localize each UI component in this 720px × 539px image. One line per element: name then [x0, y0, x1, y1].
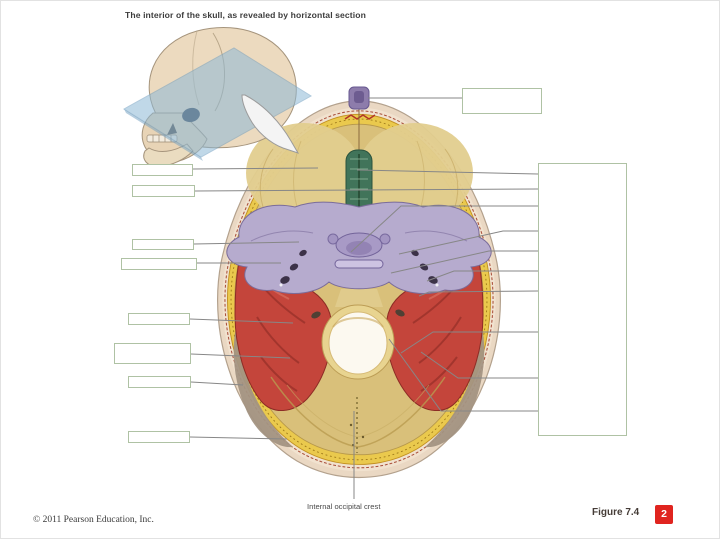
leader-line [390, 250, 538, 274]
crista-galli-tip [348, 86, 370, 110]
occipital-region [270, 289, 446, 453]
copyright-notice: © 2011 Pearson Education, Inc. [33, 515, 154, 525]
leader-line [420, 351, 538, 379]
leader-lines [189, 97, 539, 499]
leader-line [356, 169, 539, 175]
figure-number: Figure 7.4 [592, 507, 640, 518]
leader-line [190, 353, 291, 359]
leader-line [350, 205, 538, 253]
section-plane [123, 47, 312, 161]
frontal-sinus-mark [344, 114, 376, 120]
pointer-arrow-icon [241, 94, 300, 154]
slide-number-badge[interactable]: 2 [655, 505, 673, 524]
leader-line [193, 241, 300, 245]
answer-box-left-3[interactable] [132, 239, 194, 250]
leader-line [418, 290, 539, 297]
answer-box-left-4[interactable] [121, 258, 197, 270]
sinus-groove-left [233, 323, 293, 448]
leader-line [189, 436, 288, 440]
cranial-foramina [280, 249, 438, 284]
leader-line [189, 318, 294, 324]
label-internal-occipital-crest: Internal occipital crest [307, 502, 381, 511]
answer-box-left-8[interactable] [128, 431, 190, 443]
answer-box-left-2[interactable] [132, 185, 195, 197]
ethmoid-cribriform-plate [345, 149, 373, 215]
answer-box-right-list[interactable] [538, 163, 627, 436]
sphenoid-bone [226, 201, 492, 294]
page-title: The interior of the skull, as revealed b… [125, 10, 366, 20]
sinus-groove-right [425, 323, 485, 448]
answer-box-left-6[interactable] [114, 343, 191, 364]
leader-line [190, 381, 244, 386]
skull-interior-illustration [217, 86, 501, 479]
frontal-bone-region [246, 123, 473, 223]
answer-box-left-5[interactable] [128, 313, 190, 325]
answer-box-left-1[interactable] [132, 164, 193, 176]
leader-line [194, 188, 539, 192]
leader-line [426, 270, 538, 282]
leader-line [400, 331, 538, 354]
leader-line [192, 167, 319, 170]
leader-line [398, 230, 538, 255]
answer-box-left-7[interactable] [128, 376, 191, 388]
leader-line [388, 338, 538, 412]
answer-box-top-right[interactable] [462, 88, 542, 114]
